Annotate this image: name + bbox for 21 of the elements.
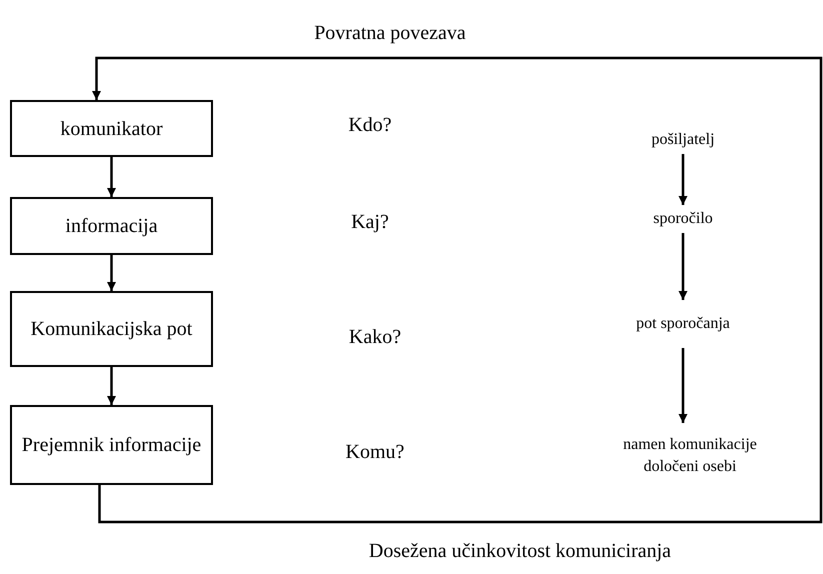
question-label: Kdo? xyxy=(347,113,393,138)
arrow xyxy=(107,367,116,405)
question-label: Kako? xyxy=(348,325,402,350)
process-box: informacija xyxy=(10,197,213,255)
step-text: namen komunikacije določeni osebi xyxy=(605,423,775,489)
step-text: pošiljatelj xyxy=(613,126,753,154)
arrow xyxy=(678,233,688,300)
step-text: pot sporočanja xyxy=(613,300,753,348)
question-label: Komu? xyxy=(344,440,406,465)
arrow xyxy=(107,157,116,197)
loop-label: Dosežena učinkovitost komuniciranja xyxy=(368,539,672,564)
step-text: sporočilo xyxy=(613,205,753,233)
loop-label: Povratna povezava xyxy=(313,21,467,46)
arrow xyxy=(92,56,822,524)
process-box: Prejemnik informacije xyxy=(10,405,213,485)
arrow xyxy=(107,255,116,291)
process-box: komunikator xyxy=(10,100,213,157)
arrow xyxy=(678,154,688,205)
arrow xyxy=(678,348,688,423)
question-label: Kaj? xyxy=(350,210,390,235)
process-box: Komunikacijska pot xyxy=(10,291,213,367)
